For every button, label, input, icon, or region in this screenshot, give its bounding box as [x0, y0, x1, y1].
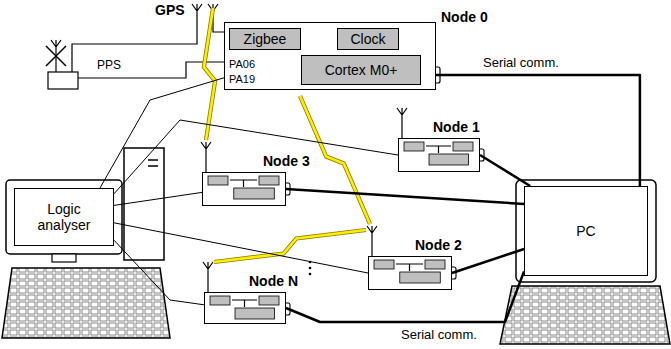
- monitor-screen: Logic analyser: [14, 188, 114, 246]
- serial-cable: [452, 249, 524, 273]
- gps-receiver: [48, 72, 78, 89]
- box-label: Clock: [350, 31, 385, 47]
- radio-link: [204, 8, 215, 140]
- edge-label: Serial comm.: [400, 327, 478, 342]
- node-title: Node 2: [415, 237, 462, 253]
- probe-wire: [114, 223, 368, 273]
- board-parts: [205, 293, 285, 323]
- antenna: [367, 226, 377, 258]
- serial-cable: [286, 272, 524, 323]
- radio-link-outline: [300, 96, 370, 224]
- pc-tower: [124, 148, 164, 260]
- probe-wire: [114, 192, 202, 205]
- laptop-lid: [516, 180, 656, 282]
- serial-cable: [480, 155, 530, 186]
- mcu-block: Cortex M0+: [301, 55, 421, 85]
- edge-label: Serial comm.: [482, 55, 560, 70]
- cross-mark: [46, 46, 66, 66]
- node-board: Node 1: [398, 138, 480, 172]
- ellipsis-dot: [309, 273, 312, 276]
- signal-name: PPS: [96, 58, 122, 72]
- monitor-stand: [52, 254, 76, 262]
- pin-name: PA19: [228, 72, 256, 86]
- box-label: Zigbee: [244, 31, 287, 47]
- probe-wire: [114, 240, 204, 305]
- antenna-label: GPS: [154, 2, 186, 18]
- board-parts: [399, 139, 479, 171]
- board-parts: [369, 257, 451, 289]
- monitor-frame: [6, 180, 122, 254]
- serial-cable: [286, 189, 524, 204]
- laptop-keyboard: [500, 286, 670, 344]
- tower-drive: [148, 160, 158, 166]
- antenna: [203, 262, 213, 294]
- node-board: Node N: [204, 292, 286, 324]
- radio-module: Zigbee: [229, 28, 301, 50]
- box-label: Cortex M0+: [325, 62, 398, 78]
- antenna: [201, 142, 211, 174]
- ellipsis-dot: [309, 267, 312, 270]
- radio-link: [300, 96, 370, 224]
- node-title: Node 1: [433, 119, 480, 135]
- node-title: Node N: [249, 273, 298, 289]
- laptop-screen: PC: [524, 186, 648, 276]
- board-parts: [203, 173, 285, 205]
- node-title: Node 3: [263, 153, 310, 169]
- radio-link-outline: [204, 8, 215, 140]
- node-board: Node 2: [368, 256, 452, 290]
- node-title: Node 0: [441, 9, 488, 25]
- antenna: [397, 108, 407, 140]
- box-label: Logic analyser: [26, 201, 102, 233]
- keyboard: [2, 268, 170, 338]
- box-label: PC: [576, 223, 595, 239]
- node-board: Node 3: [202, 172, 286, 206]
- clock-module: Clock: [337, 28, 399, 50]
- pin-name: PA06: [228, 57, 256, 71]
